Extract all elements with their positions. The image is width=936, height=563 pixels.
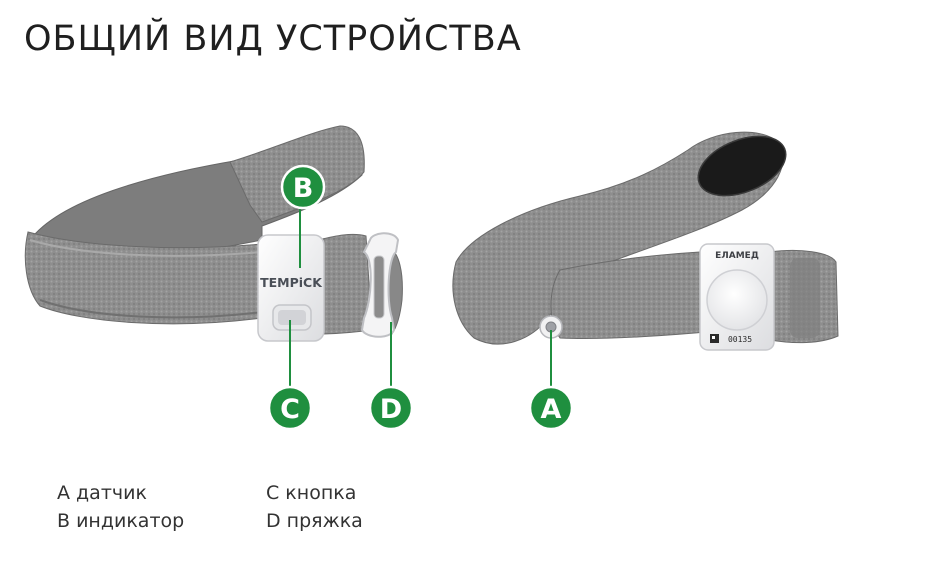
marker-b-letter: B (293, 173, 314, 204)
marker-a: A (528, 385, 574, 431)
buckle-slot (373, 255, 385, 319)
legend-item-indicator: B индикатор (57, 510, 185, 532)
front-strap (24, 125, 403, 335)
front-strap-edge (39, 299, 263, 319)
legend-item-sensor: A датчик (57, 482, 147, 504)
front-device-button-inner (278, 310, 306, 325)
velcro-patch (697, 135, 787, 197)
front-device-brand: TEMPiCK (260, 275, 323, 290)
marker-a-letter: A (541, 394, 562, 425)
legend-item-buckle: D пряжка (266, 510, 363, 532)
marker-d-letter: D (380, 394, 402, 425)
front-device: TEMPiCK (257, 234, 325, 342)
marker-b: B (280, 164, 326, 210)
back-strap-end-fold (790, 258, 820, 338)
qr-code-icon-inner (712, 336, 715, 339)
marker-c: C (267, 385, 313, 431)
marker-d: D (368, 385, 414, 431)
front-strap-edge (29, 239, 263, 257)
back-device: ЕЛАМЕД 00135 (699, 243, 775, 351)
back-device-pad (706, 269, 768, 331)
buckle (360, 232, 400, 338)
legend-item-button: C кнопка (266, 482, 357, 504)
page-title: ОБЩИЙ ВИД УСТРОЙСТВА (24, 19, 522, 59)
back-device-serial: 00135 (728, 335, 752, 344)
back-device-brand: ЕЛАМЕД (715, 251, 759, 261)
back-strap (452, 131, 839, 345)
marker-c-letter: C (280, 394, 300, 425)
